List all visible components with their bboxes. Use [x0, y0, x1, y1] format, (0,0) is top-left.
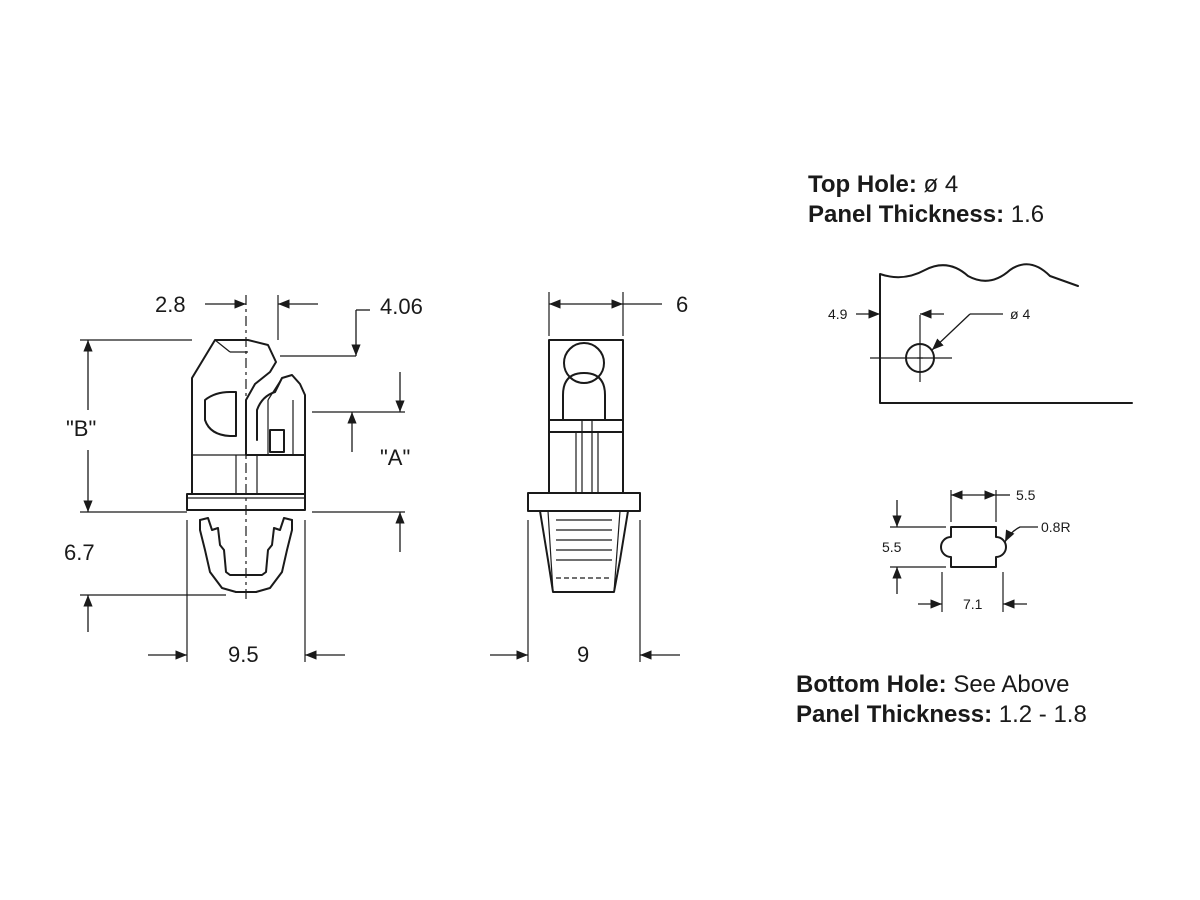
top-hole-label: Top Hole: [808, 171, 917, 198]
top-panel-thickness-line: Panel Thickness: 1.6 [808, 200, 1044, 230]
bottom-panel-thickness-line: Panel Thickness: 1.2 - 1.8 [796, 700, 1087, 730]
dim-9-5: 9.5 [228, 642, 259, 667]
dim-bottom-height: 5.5 [882, 539, 902, 555]
bottom-hole-line: Bottom Hole: See Above [796, 670, 1087, 700]
side-view-upper-body [191, 339, 306, 495]
dim-b: "B" [66, 416, 96, 441]
top-hole-detail: 4.9 ø 4 [828, 263, 1133, 404]
front-view-lower-body [539, 510, 629, 593]
dim-top-hole-diameter: ø 4 [1010, 306, 1030, 322]
bottom-hole-label: Bottom Hole: [796, 671, 947, 698]
dim-2-8: 2.8 [155, 292, 186, 317]
bottom-hole-outline [940, 526, 1007, 568]
side-view-right-leg [255, 517, 293, 576]
bottom-hole-detail: 5.5 5.5 0.8R 7.1 [882, 487, 1071, 612]
panel-outline [879, 263, 1133, 404]
dim-9: 9 [577, 642, 589, 667]
top-panel-thickness-value: 1.6 [1010, 201, 1045, 228]
dim-6: 6 [676, 292, 688, 317]
side-view-right-hook [256, 374, 306, 456]
front-view-flange [527, 492, 641, 512]
bottom-panel-thickness-label: Panel Thickness: [796, 701, 993, 728]
dim-radius: 0.8R [1041, 519, 1071, 535]
dim-4-06: 4.06 [380, 294, 423, 319]
dim-bottom-top-width: 5.5 [1016, 487, 1036, 503]
side-view-left-leg [199, 517, 237, 576]
dim-a: "A" [380, 445, 410, 470]
bottom-hole-spec: Bottom Hole: See Above Panel Thickness: … [796, 670, 1087, 730]
dim-4-9: 4.9 [828, 306, 848, 322]
bottom-hole-value: See Above [953, 671, 1070, 698]
top-hole-value: ø 4 [923, 171, 959, 198]
bottom-panel-thickness-value: 1.2 - 1.8 [998, 701, 1087, 728]
side-view-left-hook [204, 391, 237, 437]
front-view: 6 9 [490, 292, 688, 667]
top-panel-thickness-label: Panel Thickness: [808, 201, 1005, 228]
top-hole-spec: Top Hole: ø 4 Panel Thickness: 1.6 [808, 170, 1044, 230]
side-view: 2.8 4.06 "B" "A" 6.7 9.5 [64, 292, 423, 667]
front-view-body [548, 339, 624, 494]
dim-bottom-width: 7.1 [963, 596, 983, 612]
dim-6-7: 6.7 [64, 540, 95, 565]
top-hole-line: Top Hole: ø 4 [808, 170, 1044, 200]
